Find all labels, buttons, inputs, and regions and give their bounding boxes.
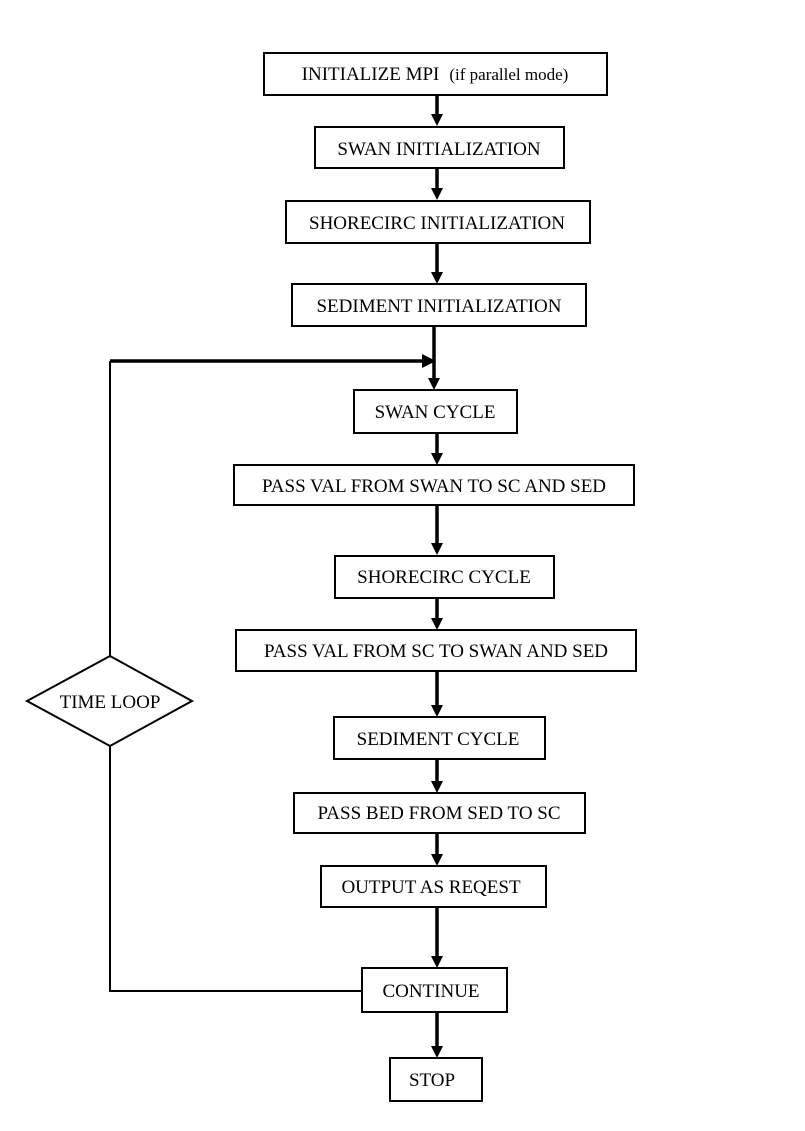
arrowhead — [431, 1046, 443, 1058]
arrowhead — [431, 272, 443, 284]
swan-cycle-label: SWAN CYCLE — [375, 402, 496, 423]
arrowhead — [431, 956, 443, 968]
node-continue: CONTINUE — [361, 967, 508, 1013]
init-mpi-label: INITIALIZE MPI — [302, 64, 440, 85]
svg-text:INITIALIZE MPI (if paral: INITIALIZE MPI (if parallel mode) — [302, 64, 569, 85]
time-loop-label: TIME LOOP — [60, 692, 161, 713]
connector-arrows — [428, 95, 443, 1058]
node-initialize-mpi: INITIALIZE MPI (if parallel mode) — [263, 52, 608, 96]
arrowhead — [431, 188, 443, 200]
arrowhead — [428, 378, 440, 390]
sediment-initialization-label: SEDIMENT INITIALIZATION — [316, 296, 561, 317]
init-mpi-note: (if parallel mode) — [449, 65, 568, 84]
arrowhead — [431, 543, 443, 555]
shorecirc-initialization-label: SHORECIRC INITIALIZATION — [309, 213, 565, 234]
time-loop-diamond — [24, 654, 195, 748]
node-swan-initialization: SWAN INITIALIZATION — [314, 126, 565, 169]
time-loop-path — [109, 354, 436, 992]
swan-initialization-label: SWAN INITIALIZATION — [337, 139, 540, 160]
arrowhead — [431, 705, 443, 717]
stop-label: STOP — [409, 1070, 455, 1091]
shorecirc-cycle-label: SHORECIRC CYCLE — [357, 567, 531, 588]
node-sediment-cycle: SEDIMENT CYCLE — [333, 716, 546, 760]
sediment-cycle-label: SEDIMENT CYCLE — [357, 729, 520, 750]
arrowhead — [431, 618, 443, 630]
arrowhead — [431, 854, 443, 866]
node-stop: STOP — [389, 1057, 483, 1102]
node-pass-bed: PASS BED FROM SED TO SC — [293, 792, 586, 834]
arrowhead — [431, 453, 443, 465]
node-pass-val-sc: PASS VAL FROM SC TO SWAN AND SED — [235, 629, 637, 672]
pass-val-sc-label: PASS VAL FROM SC TO SWAN AND SED — [264, 641, 608, 662]
node-sediment-initialization: SEDIMENT INITIALIZATION — [291, 283, 587, 327]
loop-return-line — [109, 746, 362, 992]
node-shorecirc-cycle: SHORECIRC CYCLE — [334, 555, 555, 599]
pass-val-swan-label: PASS VAL FROM SWAN TO SC AND SED — [262, 476, 606, 497]
pass-bed-label: PASS BED FROM SED TO SC — [317, 803, 560, 824]
node-pass-val-swan: PASS VAL FROM SWAN TO SC AND SED — [233, 464, 635, 506]
node-time-loop: TIME LOOP — [24, 654, 195, 748]
continue-label: CONTINUE — [382, 981, 479, 1002]
node-output-as-request: OUTPUT AS REQEST — [320, 865, 547, 908]
output-as-request-label: OUTPUT AS REQEST — [341, 877, 521, 898]
loop-arrowhead — [422, 354, 436, 368]
arrowhead — [431, 114, 443, 126]
node-swan-cycle: SWAN CYCLE — [353, 389, 518, 434]
arrowhead — [431, 781, 443, 793]
node-shorecirc-initialization: SHORECIRC INITIALIZATION — [285, 200, 591, 244]
